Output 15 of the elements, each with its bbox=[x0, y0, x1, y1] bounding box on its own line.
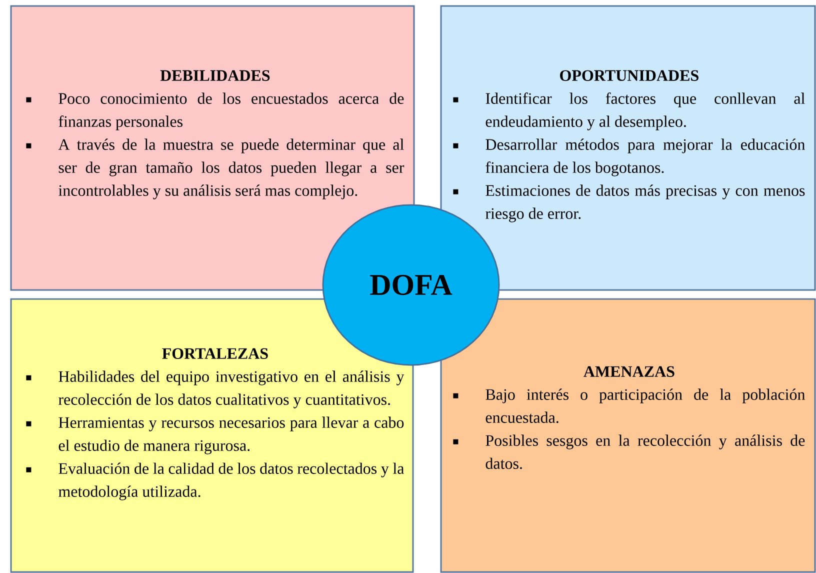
bullet-item: Identificar los factores que conllevan al endeudamiento y al desempleo. bbox=[453, 92, 805, 130]
bullet-item: Habilidades del equipo investigativo en el análisis y recolección de los datos cualitativos y cuantitativos. bbox=[26, 370, 404, 408]
bullet-item: A través de la muestra se puede determinar que al ser de gran tamaño los datos pueden llegar a ser incontrolables y su análisis será mas complejo. bbox=[26, 138, 404, 200]
heading: OPORTUNIDADES bbox=[560, 70, 698, 81]
bullet-item: Evaluación de la calidad de los datos recolectados y la metodología utilizada. bbox=[26, 462, 404, 500]
bullet-item: Herramientas y recursos necesarios para llevar a cabo el estudio de manera rigurosa. bbox=[26, 416, 404, 454]
bullet-item: Poco conocimiento de los encuestados acerca de finanzas personales bbox=[26, 92, 404, 130]
bullet-item: Desarrollar métodos para mejorar la educación financiera de los bogotanos. bbox=[453, 138, 805, 176]
bullet-item: Bajo interés o participación de la población encuestada. bbox=[453, 388, 806, 423]
heading: DEBILIDADES bbox=[160, 70, 270, 81]
quadrant-box bbox=[10, 298, 414, 573]
quadrant-box bbox=[440, 298, 816, 573]
heading: AMENAZAS bbox=[584, 366, 674, 377]
bullet-item: Posibles sesgos en la recolección y análisis de datos. bbox=[453, 434, 805, 469]
heading: FORTALEZAS bbox=[162, 348, 268, 359]
